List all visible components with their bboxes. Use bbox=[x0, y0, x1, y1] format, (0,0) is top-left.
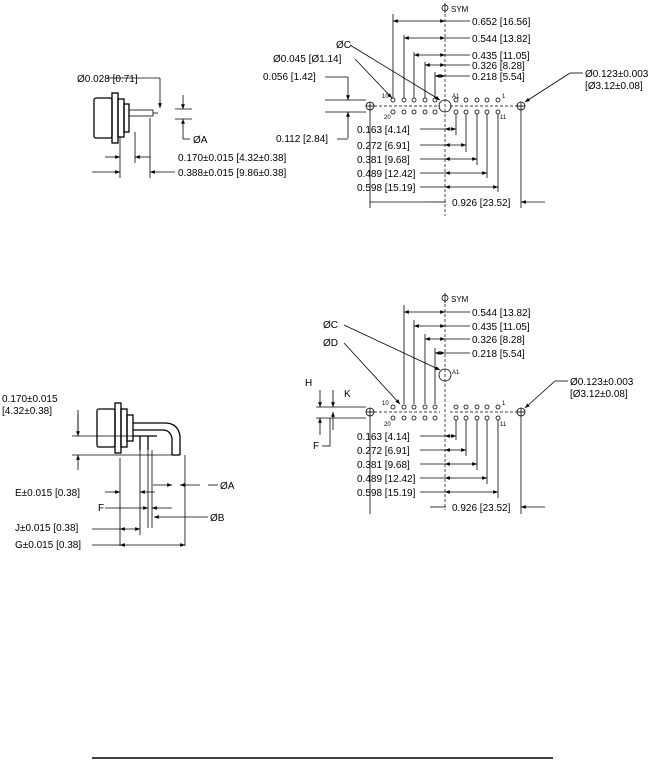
sym-label: SYM bbox=[451, 5, 469, 14]
height-label-2: [4.32±0.38] bbox=[2, 406, 52, 417]
dim-right-3: 0.326 [8.28] bbox=[472, 61, 525, 72]
coax-a1-icon bbox=[438, 368, 452, 382]
pin-row-top bbox=[390, 404, 501, 410]
top-side-view: Ø0.028 [0.71] ØA 0.170±0.015 [4.32±0.38]… bbox=[77, 74, 287, 179]
top-front-view: SYM 0.652 [16.56] 0.544 [13.82] 0.435 [1… bbox=[263, 3, 649, 216]
dim-left-1: 0.272 [6.91] bbox=[357, 141, 410, 152]
pin-11-label: 11 bbox=[500, 422, 507, 428]
mount-hole-right-icon bbox=[516, 101, 526, 111]
mount-hole-dia-1: Ø0.123±0.003 bbox=[585, 69, 649, 80]
dia-b-label: ØB bbox=[210, 513, 225, 524]
connector-body bbox=[96, 402, 181, 456]
length-2-label: 0.388±0.015 [9.86±0.38] bbox=[178, 168, 287, 179]
dim-left-4: 0.598 [15.19] bbox=[357, 183, 416, 194]
mount-hole-dia-2: [Ø3.12±0.08] bbox=[585, 81, 643, 92]
height-label-1: 0.170±0.015 bbox=[2, 394, 58, 405]
dim-k-label: K bbox=[344, 389, 351, 400]
dia-c-label: ØC bbox=[336, 40, 351, 51]
pin-11-label: 11 bbox=[500, 115, 507, 121]
mount-hole-dia-2: [Ø3.12±0.08] bbox=[570, 389, 628, 400]
dim-f-label: F bbox=[98, 503, 104, 514]
dim-e-label: E±0.015 [0.38] bbox=[15, 488, 80, 499]
dim-right-4: 0.218 [5.54] bbox=[472, 72, 525, 83]
dim-right-1: 0.435 [11.05] bbox=[472, 322, 530, 333]
length-1-label: 0.170±0.015 [4.32±0.38] bbox=[178, 153, 287, 164]
pin-1-label: 1 bbox=[502, 94, 506, 100]
row-gap-label: 0.056 [1.42] bbox=[263, 72, 316, 83]
dia-d-label: ØD bbox=[323, 338, 338, 349]
pin-10-label: 10 bbox=[382, 94, 389, 100]
dim-left-4: 0.598 [15.19] bbox=[357, 488, 416, 499]
dia-a-label: ØA bbox=[220, 481, 235, 492]
dim-left-2: 0.381 [9.68] bbox=[357, 460, 410, 471]
dim-right-2: 0.326 [8.28] bbox=[472, 335, 525, 346]
mount-hole-dia-1: Ø0.123±0.003 bbox=[570, 377, 634, 388]
dim-left-2: 0.381 [9.68] bbox=[357, 155, 410, 166]
span-label: 0.926 [23.52] bbox=[452, 198, 511, 209]
bottom-front-view: SYM 0.544 [13.82] 0.435 [11.05] 0.326 [8… bbox=[305, 293, 634, 514]
pin-diameter-label: Ø0.028 [0.71] bbox=[77, 74, 138, 85]
dia-c-label: ØC bbox=[323, 320, 338, 331]
dim-right-0: 0.652 [16.56] bbox=[472, 17, 531, 28]
hole-dia-label: Ø0.045 [Ø1.14] bbox=[273, 54, 342, 65]
mount-hole-right-icon bbox=[516, 407, 526, 417]
mount-hole-left-icon bbox=[365, 407, 375, 417]
dim-right-0: 0.544 [13.82] bbox=[472, 308, 531, 319]
dim-h-label: H bbox=[305, 378, 312, 389]
pin-20-label: 20 bbox=[384, 115, 391, 121]
connector-body bbox=[93, 92, 158, 144]
pin-1-label: 1 bbox=[502, 401, 506, 407]
dim-g-label: G±0.015 [0.38] bbox=[15, 540, 81, 551]
span-label: 0.926 [23.52] bbox=[452, 503, 511, 514]
dim-left-0: 0.163 [4.14] bbox=[357, 125, 410, 136]
dim-f-label: F bbox=[313, 441, 319, 452]
dim-left-1: 0.272 [6.91] bbox=[357, 446, 410, 457]
pin-a1-label: A1 bbox=[452, 94, 460, 100]
pin-row-bottom bbox=[390, 415, 501, 421]
dim-right-3: 0.218 [5.54] bbox=[472, 349, 525, 360]
dim-right-2: 0.435 [11.05] bbox=[472, 51, 530, 62]
centerline-symbol-icon bbox=[441, 3, 449, 13]
sym-label: SYM bbox=[451, 295, 469, 304]
pin-20-label: 20 bbox=[384, 422, 391, 428]
centerline-symbol-icon bbox=[441, 293, 449, 303]
dim-right-1: 0.544 [13.82] bbox=[472, 34, 531, 45]
mount-hole-left-icon bbox=[365, 101, 375, 111]
pin-row-top bbox=[390, 97, 501, 103]
dim-left-0: 0.163 [4.14] bbox=[357, 432, 410, 443]
pin-a1-label: A1 bbox=[452, 370, 460, 376]
row-pitch-label: 0.112 [2.84] bbox=[276, 134, 328, 145]
dia-a-label: ØA bbox=[193, 135, 208, 146]
dim-j-label: J±0.015 [0.38] bbox=[15, 523, 79, 534]
pin-10-label: 10 bbox=[382, 401, 389, 407]
bottom-side-view: 0.170±0.015 [4.32±0.38] ØA E±0.015 [0.38… bbox=[2, 394, 235, 551]
dim-left-3: 0.489 [12.42] bbox=[357, 169, 416, 180]
dim-left-3: 0.489 [12.42] bbox=[357, 474, 416, 485]
